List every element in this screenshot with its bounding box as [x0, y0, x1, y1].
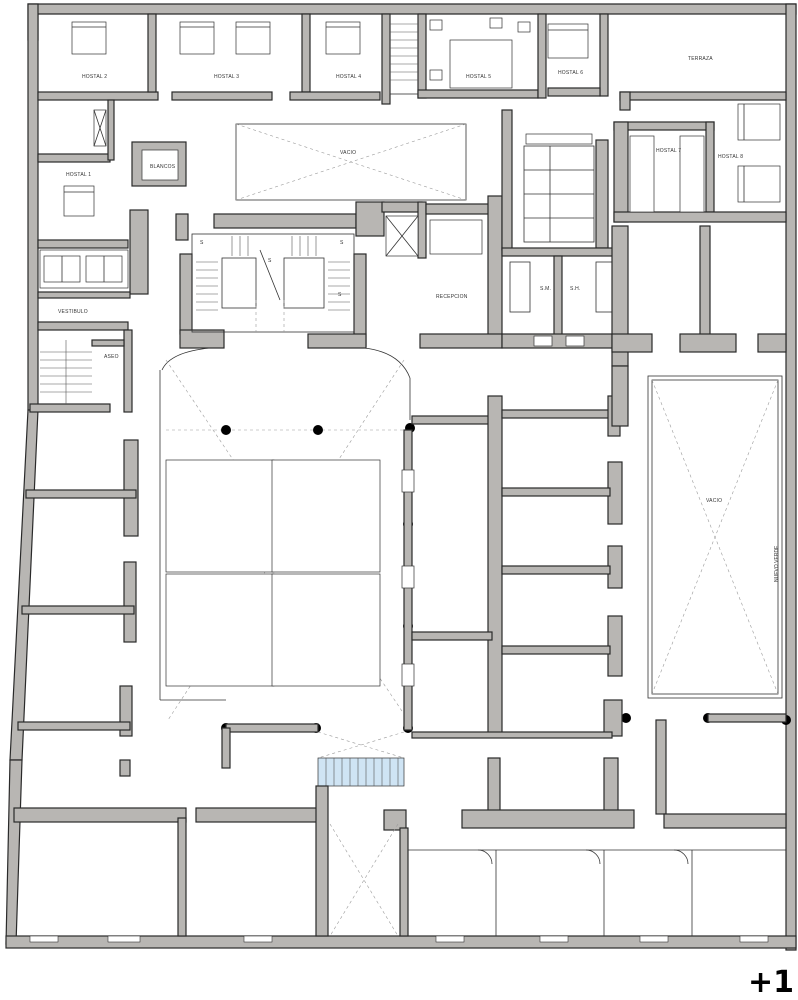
toilet-block [501, 109, 627, 349]
lower-void [329, 823, 399, 937]
stair-top [389, 13, 419, 95]
stair-mark-4: S [338, 292, 342, 298]
lower-right-block [383, 713, 787, 937]
label-blancos: BLANCOS [150, 164, 176, 170]
stair-mark-2: S [340, 240, 344, 246]
top-band-furniture [71, 17, 589, 89]
label-vestibulo: VESTIBULO [58, 309, 88, 315]
label-hostal-6: HOSTAL 6 [558, 70, 583, 76]
label-hostal-5: HOSTAL 5 [466, 74, 491, 80]
label-vacio-top: VACIO [340, 150, 356, 156]
left-side-rooms [13, 439, 329, 937]
label-recepcion: RECEPCION [436, 294, 468, 300]
label-hostal-8: HOSTAL 8 [718, 154, 743, 160]
label-hostal-7: HOSTAL 7 [656, 148, 681, 154]
void-right [647, 375, 783, 699]
left-upper-furniture [39, 109, 129, 404]
bottom-windows [29, 935, 769, 943]
label-vacio-right: VACIO [706, 498, 722, 504]
stair-mark-3: S [268, 258, 272, 264]
void-top [235, 123, 467, 201]
level-marker: +1 [747, 965, 794, 1000]
top-band-walls [37, 13, 787, 111]
left-upper-walls [29, 99, 189, 413]
courtyard [159, 347, 411, 721]
label-terraza: TERRAZA [688, 56, 713, 62]
courtyard-gallery-walls [221, 429, 415, 769]
label-aseo: ASEO [104, 354, 119, 360]
label-hostal-4: HOSTAL 4 [336, 74, 361, 80]
label-hostal-1: HOSTAL 1 [66, 172, 91, 178]
central-stairs [191, 233, 355, 333]
central-stair-walls [179, 201, 427, 349]
label-sh: S.H. [570, 286, 581, 292]
label-hostal-2: HOSTAL 2 [82, 74, 107, 80]
right-gallery-rooms [411, 365, 629, 737]
right-upper-rooms [611, 225, 787, 367]
hostal-7-8 [613, 103, 787, 223]
reception-walls [419, 195, 503, 349]
label-sm: S.M. [540, 286, 551, 292]
elevator [385, 215, 419, 257]
courtyard-steps [317, 731, 405, 787]
stair-mark-1: S [200, 240, 204, 246]
label-hostal-3: HOSTAL 3 [214, 74, 239, 80]
label-nuevo-verde: NUEVO VERDE [774, 545, 780, 582]
